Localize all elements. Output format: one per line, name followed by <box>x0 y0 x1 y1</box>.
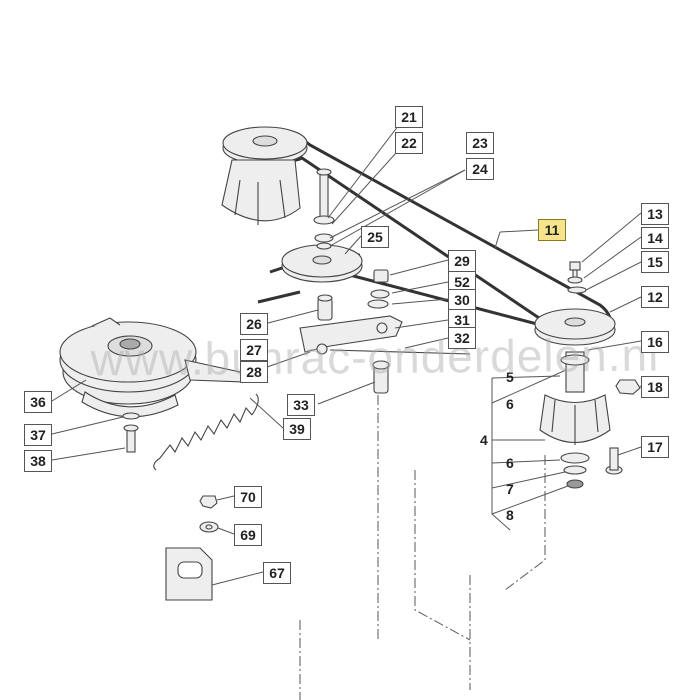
callout-13: 13 <box>641 203 669 225</box>
callout-69: 69 <box>234 524 262 546</box>
bracket-67 <box>165 547 213 601</box>
callout-22: 22 <box>395 132 423 154</box>
callout-14: 14 <box>641 227 669 249</box>
callout-33: 33 <box>287 394 315 416</box>
callout-39: 39 <box>283 418 311 440</box>
callout-37: 37 <box>24 424 52 446</box>
callout-21: 21 <box>395 106 423 128</box>
callout-7: 7 <box>506 481 514 497</box>
callout-6-lower: 6 <box>506 455 514 471</box>
chassis-outline <box>299 395 546 700</box>
spacers-29-52-30 <box>367 269 390 309</box>
nut-washer-70-69 <box>199 495 219 533</box>
callout-4: 4 <box>480 432 488 448</box>
callout-8: 8 <box>506 507 514 523</box>
callout-70: 70 <box>234 486 262 508</box>
callout-16: 16 <box>641 331 669 353</box>
callout-36: 36 <box>24 391 52 413</box>
spindle-housing-right <box>539 351 611 445</box>
spindle-pulley-right <box>534 308 616 346</box>
callout-6-upper: 6 <box>506 396 514 412</box>
callout-12: 12 <box>641 286 669 308</box>
callout-52: 52 <box>448 271 476 293</box>
callout-29: 29 <box>448 250 476 272</box>
leader-lines <box>51 116 642 586</box>
idler-pulley <box>281 244 363 283</box>
bolt-13 <box>567 261 587 294</box>
bolt-17 <box>605 447 623 475</box>
spring-39 <box>153 393 259 471</box>
callout-31: 31 <box>448 309 476 331</box>
callout-18: 18 <box>641 376 669 398</box>
tension-arm <box>299 315 471 355</box>
callout-23: 23 <box>466 132 494 154</box>
callout-25: 25 <box>361 226 389 248</box>
callout-17: 17 <box>641 436 669 458</box>
spindle-left-upper <box>221 126 308 225</box>
callout-38: 38 <box>24 450 52 472</box>
callout-67: 67 <box>263 562 291 584</box>
callout-28: 28 <box>240 361 268 383</box>
nut-18 <box>615 379 641 395</box>
pivot-pin-33 <box>372 360 390 394</box>
bolt-21 <box>313 168 335 250</box>
bearings-6-7-8 <box>560 452 590 489</box>
bolt-38 <box>122 412 140 453</box>
callout-26: 26 <box>240 313 268 335</box>
callout-27: 27 <box>240 339 268 361</box>
callout-11: 11 <box>538 219 566 241</box>
callout-15: 15 <box>641 251 669 273</box>
callout-5: 5 <box>506 369 514 385</box>
electric-clutch <box>59 317 246 418</box>
callout-24: 24 <box>466 158 494 180</box>
bushing-26 <box>317 294 333 321</box>
callout-32: 32 <box>448 327 476 349</box>
callout-30: 30 <box>448 289 476 311</box>
